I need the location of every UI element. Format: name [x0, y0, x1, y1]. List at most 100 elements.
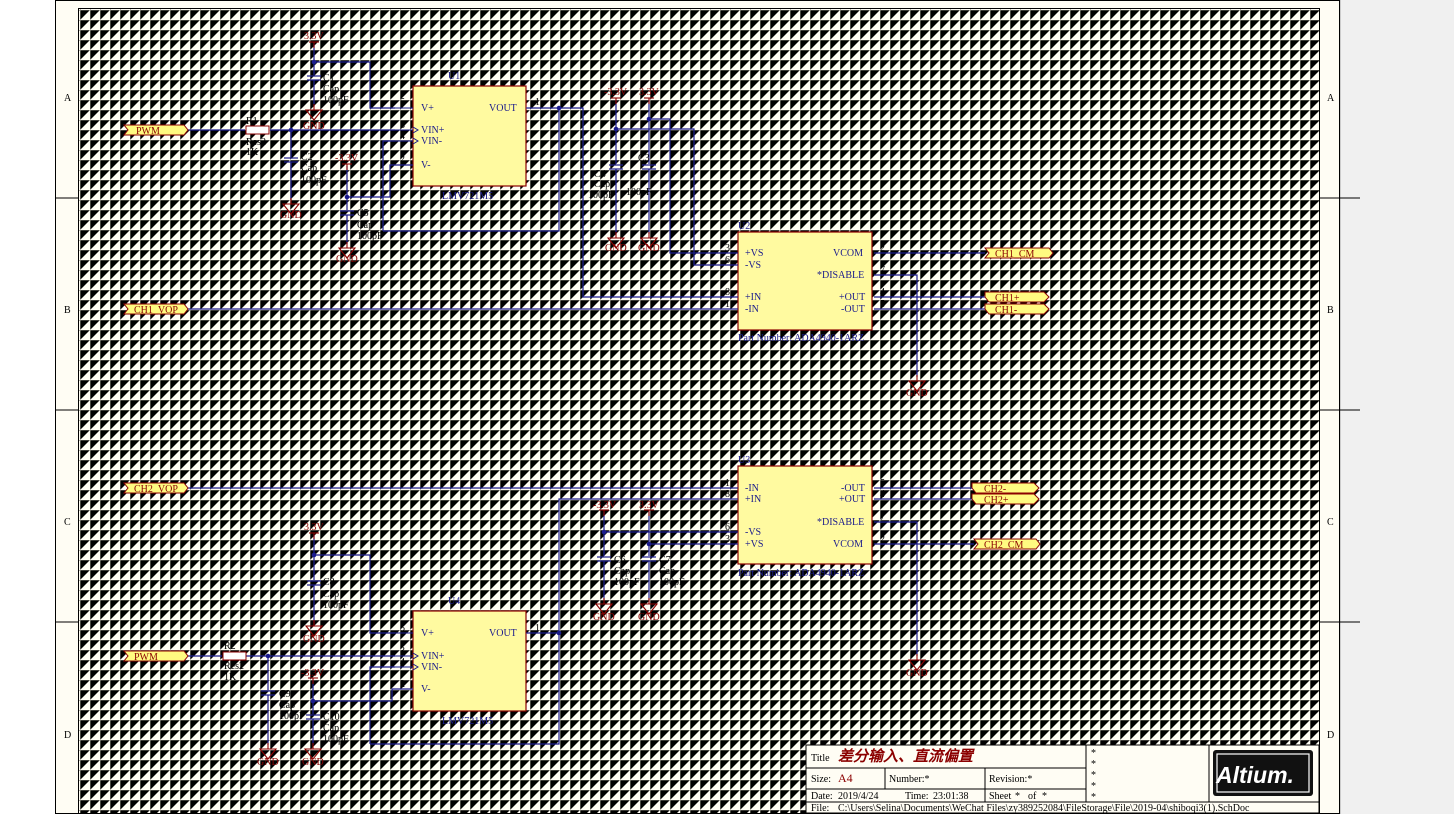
u1-pin-vout: VOUT — [489, 103, 517, 114]
gnd-c2: GND — [280, 210, 302, 221]
u1-pin-vp: V+ — [421, 103, 434, 114]
port-ch1-cm[interactable]: CH1_CM — [983, 247, 1054, 260]
svg-text:CH1_VOP: CH1_VOP — [134, 305, 178, 316]
tb-star-3: * — [1091, 770, 1096, 781]
u3-num-8: 8 — [725, 489, 730, 500]
gnd-c7: GND — [638, 612, 660, 623]
pwr-n3v3-u2: -3.3V — [604, 87, 628, 98]
port-ch2-plus[interactable]: CH2+ — [971, 493, 1040, 506]
u3-num-7: 7 — [880, 512, 885, 523]
gnd-c10: GND — [302, 757, 324, 768]
r2-type: Res2 — [224, 661, 244, 672]
title-block: Title 差分输入、直流偏置 Size: A4 Number:* Revisi… — [805, 744, 1320, 814]
zone-label-left-c: C — [64, 517, 71, 528]
u2-pin-min: -IN — [745, 304, 759, 315]
u3-num-2: 2 — [880, 534, 885, 545]
u2-diff-amp[interactable]: U2 Part Number: ADA4940-1ARZ +VS -VS +IN… — [722, 221, 885, 344]
c8-type: Cap — [323, 589, 339, 600]
c3-ref: C3 — [638, 153, 650, 164]
u2-num-1: 1 — [725, 299, 730, 310]
u2-num-7: 7 — [880, 265, 885, 276]
svg-text:CH2_CM: CH2_CM — [984, 540, 1024, 551]
gnd-c1: GND — [303, 121, 325, 132]
port-ch1-minus[interactable]: CH1- — [984, 303, 1050, 316]
port-ch1-vop[interactable]: CH1_VOP — [122, 303, 189, 316]
channel-1-circuit: R1 Res2 1K C1 Cap 100pF C2 Cap 100pF C5 … — [122, 31, 1054, 399]
c8-value: 100pF — [323, 600, 349, 611]
u3-pin-pvs: +VS — [745, 539, 763, 550]
u2-pin-mvs: -VS — [745, 260, 761, 271]
port-pwm-1[interactable]: PWM — [122, 124, 189, 137]
r1-body[interactable] — [245, 125, 270, 135]
u3-pin-mvs: -VS — [745, 527, 761, 538]
port-pwm-2[interactable]: PWM — [122, 650, 189, 663]
port-ch1-plus[interactable]: CH1+ — [984, 291, 1050, 304]
r2-ref: R2 — [224, 641, 236, 652]
r1-ref: R1 — [246, 116, 258, 127]
u4-opamp[interactable]: U4 LMV721M5 V+ VIN+ VIN- V- VOUT 5 3 4 2… — [395, 596, 544, 727]
r2-body[interactable] — [222, 651, 247, 661]
u3-num-1: 1 — [725, 478, 730, 489]
port-ch2-vop[interactable]: CH2_VOP — [122, 482, 189, 495]
gnd-c4: GND — [605, 243, 627, 254]
tb-time-label: Time: — [905, 791, 929, 802]
u1-num-3: 3 — [400, 120, 405, 131]
u4-num-4: 4 — [400, 657, 405, 668]
u3-num-5: 5 — [880, 478, 885, 489]
gnd-c5: GND — [336, 254, 358, 265]
tb-title-label: Title — [811, 753, 830, 764]
tb-star-1: * — [1091, 748, 1096, 759]
u1-opamp[interactable]: U1 LMV721M5 V+ VIN+ VIN- V- VOUT 5 3 4 2… — [395, 71, 544, 202]
u2-pin-pin: +IN — [745, 292, 761, 303]
c9-ref: C9 — [279, 689, 291, 700]
u2-pin-pvs: +VS — [745, 248, 763, 259]
c9-value: 100pF — [279, 711, 305, 722]
u4-pin-vout: VOUT — [489, 628, 517, 639]
port-ch2-minus[interactable]: CH2- — [971, 482, 1040, 495]
tb-file-value: C:\Users\Selina\Documents\WeChat Files\z… — [838, 803, 1250, 814]
zone-label-right-b: B — [1327, 305, 1334, 316]
pwr-3v3-u2: 3.3V — [639, 87, 660, 98]
zone-label-right-c: C — [1327, 517, 1334, 528]
tb-size-label: Size: — [811, 774, 831, 785]
u2-num-4: 4 — [880, 287, 885, 298]
c10-ref: C10 — [323, 712, 340, 723]
tb-of-value: * — [1042, 791, 1047, 802]
port-ch2-cm[interactable]: CH2_CM — [972, 538, 1041, 551]
u3-part: Part Number: ADA4940-1ARZ — [738, 568, 864, 579]
tb-star-2: * — [1091, 759, 1096, 770]
svg-text:CH2_VOP: CH2_VOP — [134, 484, 178, 495]
u1-pin-vinp: VIN+ — [421, 125, 445, 136]
svg-text:PWM: PWM — [136, 126, 160, 137]
c4-ref: C4 — [594, 169, 606, 180]
u3-pin-dis: *DISABLE — [817, 517, 864, 528]
gnd-u3-disable: GND — [906, 668, 928, 679]
c5-type: Cap — [357, 220, 373, 231]
u4-pin-vinn: VIN- — [421, 662, 442, 673]
u3-num-6: 6 — [725, 522, 730, 533]
c5-ref: C5 — [357, 208, 369, 219]
u4-pin-vm: V- — [421, 684, 431, 695]
tb-star-4: * — [1091, 781, 1096, 792]
u4-num-5: 5 — [400, 623, 405, 634]
zone-label-right-a: A — [1327, 93, 1335, 104]
gnd-c9: GND — [257, 757, 279, 768]
u3-num-3: 3 — [725, 534, 730, 545]
u4-name: LMV721M5 — [442, 716, 493, 727]
tb-sheet-value: * — [1015, 791, 1020, 802]
zone-label-left-b: B — [64, 305, 71, 316]
c3-value: 100pF — [626, 187, 652, 198]
u2-num-3: 3 — [725, 243, 730, 254]
svg-text:CH1+: CH1+ — [995, 293, 1020, 304]
pwr-3v3-u3: 3.3V — [639, 500, 660, 511]
u1-num-4: 4 — [400, 131, 405, 142]
c1-type: Cap — [323, 84, 339, 95]
u2-num-5: 5 — [880, 299, 885, 310]
svg-text:CH1-: CH1- — [995, 305, 1017, 316]
u3-num-4: 4 — [880, 489, 885, 500]
svg-text:CH1_CM: CH1_CM — [995, 249, 1035, 260]
u3-pin-min: -IN — [745, 483, 759, 494]
u3-diff-amp[interactable]: U3 Part Number: ADA4940-1ARZ -IN +IN -VS… — [722, 455, 885, 579]
c7-value: 100pF — [659, 577, 685, 588]
c4-type: Cap — [594, 179, 610, 190]
